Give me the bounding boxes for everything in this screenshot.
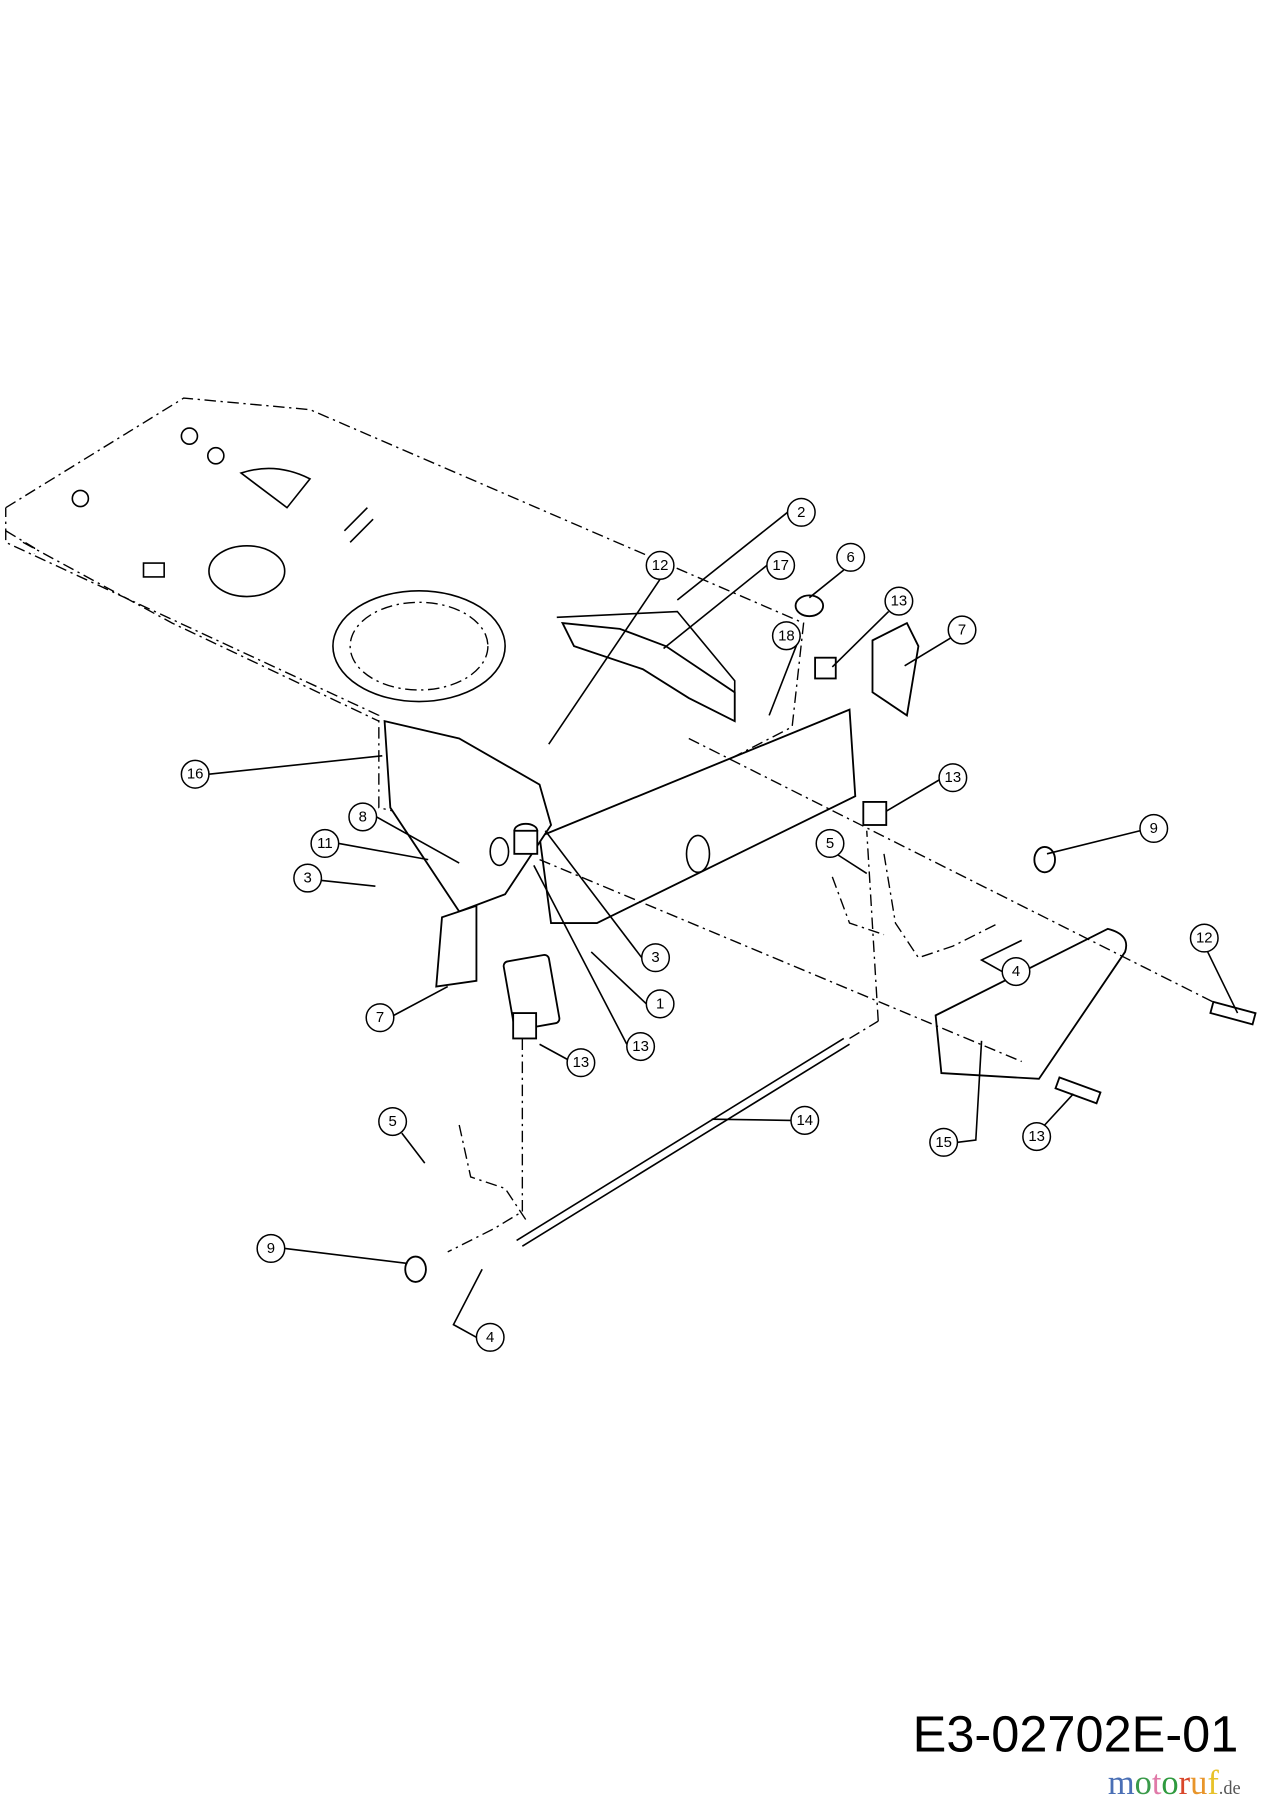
svg-text:3: 3: [304, 870, 312, 887]
svg-text:13: 13: [573, 1054, 590, 1071]
callout-7: 7: [904, 615, 977, 667]
svg-text:7: 7: [376, 1009, 384, 1026]
svg-text:4: 4: [486, 1329, 494, 1346]
callout-11: 11: [310, 828, 429, 861]
svg-text:17: 17: [772, 557, 789, 574]
svg-text:12: 12: [1196, 930, 1213, 947]
svg-text:1: 1: [656, 995, 664, 1012]
svg-text:14: 14: [796, 1112, 813, 1129]
callout-16: 16: [180, 754, 383, 789]
callout-3: 3: [293, 863, 376, 893]
front-axle-bracket: [383, 610, 857, 924]
callout-12: 12: [1189, 923, 1239, 1014]
callout-18: 18: [768, 621, 801, 716]
callout-13: 13: [885, 763, 968, 812]
callout-17: 17: [663, 550, 796, 650]
svg-text:2: 2: [797, 504, 805, 521]
svg-text:13: 13: [632, 1038, 649, 1055]
svg-text:9: 9: [1150, 820, 1158, 837]
svg-text:3: 3: [651, 949, 659, 966]
callout-5: 5: [815, 828, 868, 875]
callout-6: 6: [808, 542, 866, 599]
spindle-cover-right: [871, 621, 920, 717]
svg-text:7: 7: [958, 621, 966, 638]
callout-12: 13: [1022, 1093, 1074, 1152]
svg-text:13: 13: [945, 769, 962, 786]
svg-text:15: 15: [935, 1134, 952, 1151]
callout-13: 13: [533, 865, 656, 1062]
svg-text:13: 13: [1028, 1128, 1045, 1145]
svg-text:18: 18: [778, 627, 795, 644]
svg-text:4: 4: [1012, 963, 1020, 980]
callout-4: 4: [452, 1268, 505, 1352]
callout-13: 13: [539, 1043, 596, 1078]
callout-9: 9: [256, 1233, 408, 1265]
callout-5: 5: [378, 1106, 426, 1164]
svg-text:11: 11: [317, 835, 332, 852]
spindle-right: [883, 853, 1000, 959]
callout-7: 7: [365, 985, 449, 1033]
callout-2: 2: [676, 497, 816, 601]
callout-1: 1: [590, 951, 675, 1019]
callout-10: 12: [548, 550, 675, 745]
svg-text:8: 8: [359, 808, 367, 825]
drawing-code: E3-02702E-01: [913, 1705, 1239, 1762]
callout-9: 9: [1046, 813, 1169, 855]
svg-text:16: 16: [187, 766, 204, 783]
callout-8: 8: [348, 802, 460, 864]
axle-shield: [934, 927, 1128, 1080]
svg-text:12: 12: [652, 557, 669, 574]
callout-13: 13: [831, 586, 914, 668]
spindle-left: [447, 822, 561, 1253]
svg-text:5: 5: [826, 835, 834, 852]
watermark-logo: motoruf.de: [1108, 1764, 1241, 1800]
svg-text:5: 5: [388, 1113, 396, 1130]
tie-rod: [516, 1037, 845, 1242]
svg-text:6: 6: [847, 549, 855, 566]
callout-14: 14: [711, 1105, 820, 1135]
callout-4: 4: [979, 939, 1031, 987]
callouts: 2 12 17 6 18 13 7 16 13 8 11 9 3 5 3 4 1…: [180, 497, 1239, 1352]
callout-15: 15: [929, 1040, 983, 1157]
svg-text:13: 13: [891, 593, 908, 610]
callout-3: 3: [544, 830, 671, 973]
svg-text:9: 9: [267, 1240, 275, 1257]
spindle-cover-left: [435, 904, 478, 988]
